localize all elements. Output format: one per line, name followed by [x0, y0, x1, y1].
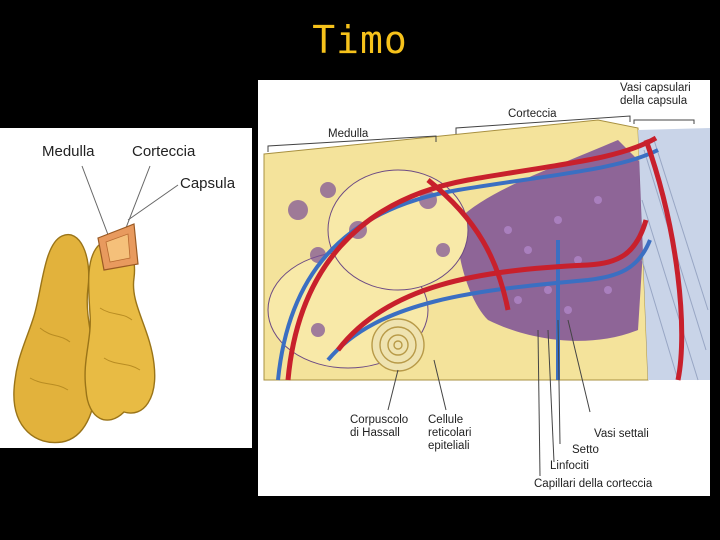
- label-linfociti: Linfociti: [550, 460, 589, 473]
- thymus-histology-diagram: Medulla Corteccia Vasi capsulari della c…: [258, 80, 710, 496]
- thymus-gross-diagram: Medulla Corteccia Capsula: [0, 128, 252, 448]
- hassall-corpuscle: [372, 319, 424, 371]
- label-corteccia-histo: Corteccia: [508, 108, 557, 121]
- slide-title: Timo: [0, 18, 720, 62]
- label-medulla-histo: Medulla: [328, 128, 368, 141]
- label-capillari-corteccia: Capillari della corteccia: [534, 478, 652, 491]
- label-corteccia-gross: Corteccia: [132, 144, 195, 160]
- thymus-lobe-left: [14, 235, 96, 443]
- label-vasi-settali: Vasi settali: [594, 428, 649, 441]
- label-setto: Setto: [572, 444, 599, 457]
- label-capsula-gross: Capsula: [180, 176, 235, 192]
- label-vasi-capsulari: Vasi capsulari della capsula: [620, 82, 691, 108]
- label-cellule-reticolari: Cellule reticolari epiteliali: [428, 414, 471, 454]
- label-medulla-gross: Medulla: [42, 144, 95, 160]
- label-corpuscolo-hassall: Corpuscolo di Hassall: [350, 414, 408, 440]
